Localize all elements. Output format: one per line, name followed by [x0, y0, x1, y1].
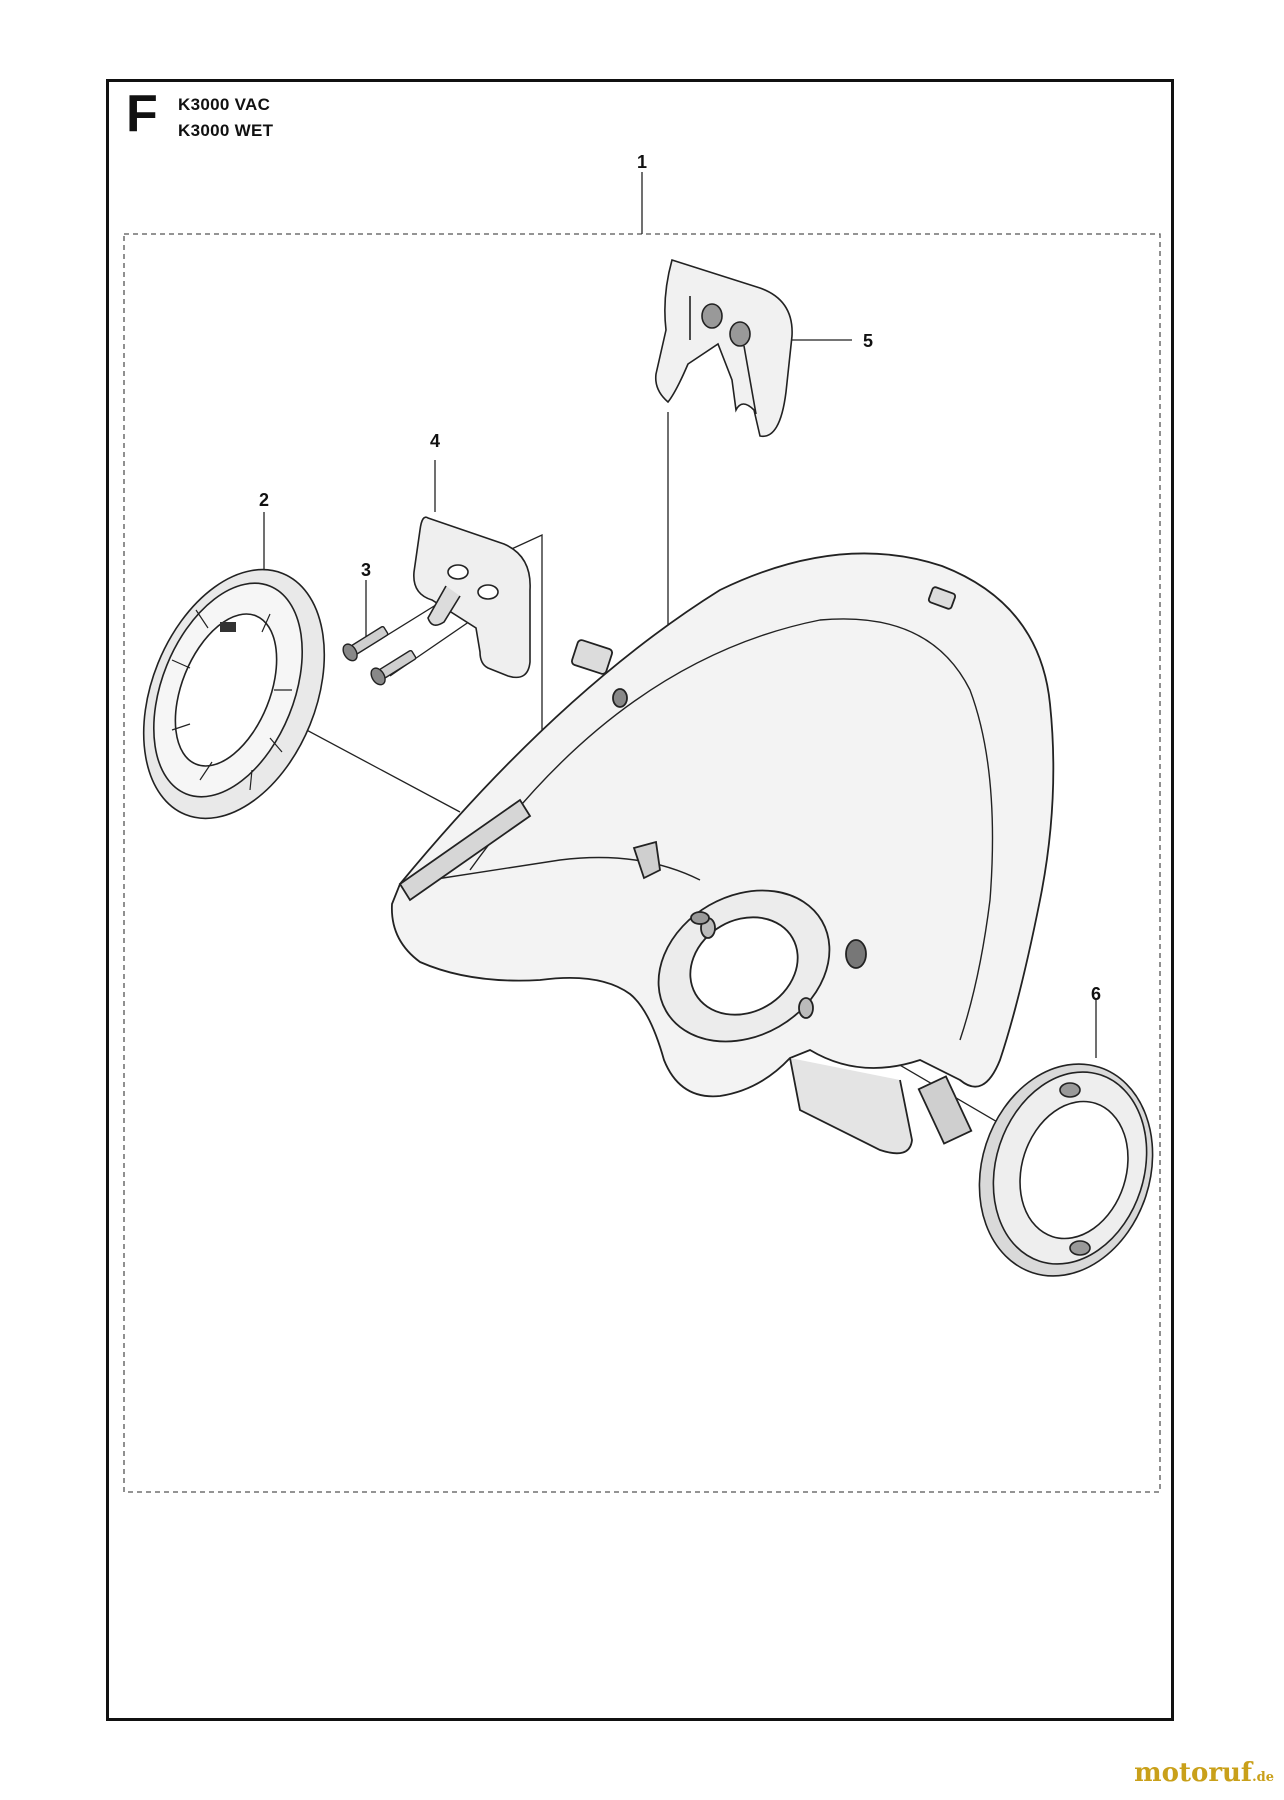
callout-3: 3 [361, 560, 371, 580]
part-5-handle-bracket [654, 258, 793, 437]
callout-4: 4 [430, 431, 440, 451]
diagram-frame [106, 79, 1174, 1721]
callout-2: 2 [259, 490, 269, 510]
watermark-tld: .de [1252, 1770, 1274, 1785]
watermark-name: motoruf [1134, 1758, 1253, 1788]
model-label-wet: K3000 WET [178, 121, 274, 140]
model-label-vac: K3000 VAC [178, 95, 271, 114]
callout-6: 6 [1091, 984, 1101, 1004]
part-6-ring [978, 1063, 1154, 1277]
watermark-logo: motoruf.de [1134, 1758, 1274, 1788]
part-1-blade-guard [391, 552, 1055, 1155]
callout-5: 5 [863, 331, 873, 351]
part-2-ring [142, 568, 326, 820]
part-3-screws [342, 625, 417, 686]
callout-1: 1 [637, 152, 647, 172]
section-letter: F [126, 85, 158, 143]
part-4-plate [413, 516, 531, 679]
